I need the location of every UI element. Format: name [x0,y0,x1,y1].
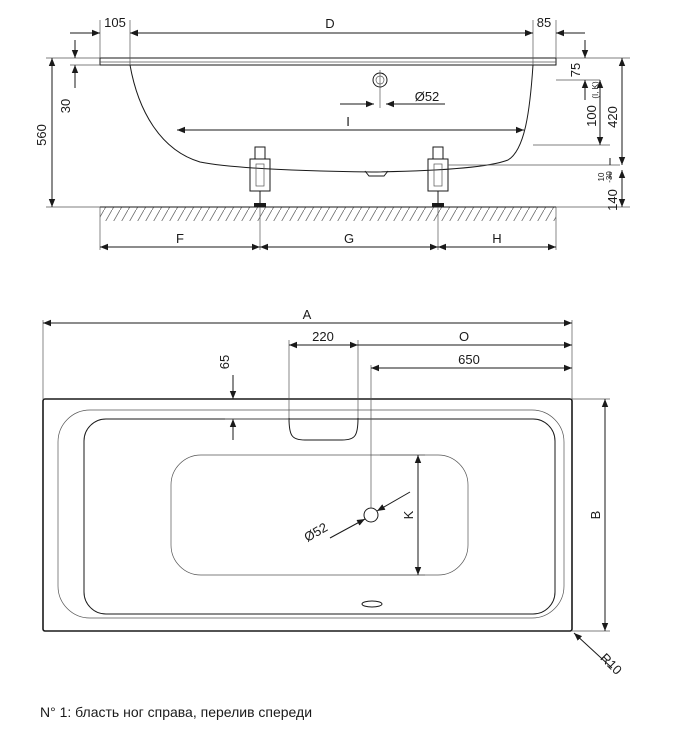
drain-top [361,600,383,608]
dim-650: 650 [458,352,480,367]
dim-dia52-side: Ø52 [415,89,440,104]
rim-inner-edge [57,409,565,619]
dim-100-note: (I, K) [591,81,600,99]
handle-grip [288,417,359,441]
foot-right [427,146,449,207]
dim-K: K [401,510,416,519]
dim-140: 140 [605,189,620,211]
dim-O: O [459,329,469,344]
tub-rim [99,57,557,66]
dim-100: 100 [584,105,599,127]
dim-75: 75 [568,63,583,77]
dim-R10: R10 [597,650,624,677]
overflow-hole-top [363,507,379,523]
dim-I: I [346,114,350,129]
dim-dia52-top: Ø52 [301,519,330,544]
dim-85: 85 [537,15,551,30]
drain-outlet [364,170,389,177]
dim-420: 420 [605,106,620,128]
side-view: 105 D 85 30 560 75 100 (I, K) 420 10-30 … [34,15,630,251]
floor-hatch [100,207,556,221]
basin-outline [83,418,556,615]
tub-outline [42,398,573,632]
tub-body-profile [129,64,534,173]
basin-bottom [170,454,469,576]
foot-left [249,146,271,207]
dim-10-30: 10-30 [597,171,614,183]
dim-30: 30 [58,99,73,113]
dim-G: G [344,231,354,246]
dim-B: B [588,511,603,520]
dim-D: D [325,16,334,31]
dim-A: A [303,307,312,322]
dim-560: 560 [34,124,49,146]
dim-65: 65 [217,355,232,369]
dim-220: 220 [312,329,334,344]
dim-H: H [492,231,501,246]
top-view: A 220 O 650 65 K B Ø52 R10 [42,307,625,678]
dim-F: F [176,231,184,246]
drawing-caption: N° 1: бласть ног справа, перелив спереди [40,704,313,720]
dim-105: 105 [104,15,126,30]
